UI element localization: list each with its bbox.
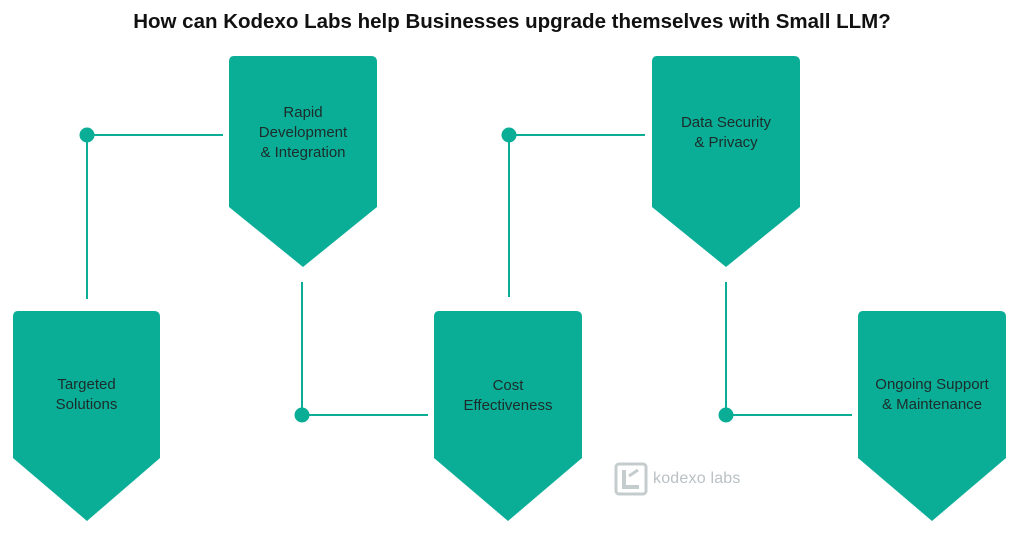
card-label-line: Development — [258, 124, 348, 141]
page-title: How can Kodexo Labs help Businesses upgr… — [133, 10, 891, 33]
card-label-line: Cost — [492, 377, 524, 394]
card-label-line: Data Security — [680, 114, 772, 131]
card-label-line: Rapid — [283, 104, 323, 121]
card-label-security: Data Security & Privacy — [652, 103, 800, 163]
kodexo-logo: kodexo labs — [614, 462, 741, 496]
card-label-line: Targeted — [57, 376, 116, 393]
connector-security-support — [725, 282, 852, 416]
card-label-line: Effectiveness — [463, 397, 553, 414]
card-label-line: Ongoing Support — [875, 376, 989, 393]
connector-dot — [501, 127, 517, 143]
card-label-line: & Maintenance — [881, 396, 983, 413]
card-shape-security — [652, 56, 800, 267]
kodexo-logo-icon — [614, 462, 648, 496]
card-label-line: Solutions — [55, 396, 118, 413]
card-shape-support — [858, 311, 1006, 521]
card-label-rapid: Rapid Development & Integration — [229, 101, 377, 165]
card-shape-rapid — [229, 56, 377, 267]
logo-text: kodexo labs — [653, 470, 741, 487]
connector-dot — [718, 407, 734, 423]
connector-cost-security — [508, 134, 645, 297]
connector-dot — [294, 407, 310, 423]
card-label-cost: Cost Effectiveness — [434, 366, 582, 426]
card-label-targeted: Targeted Solutions — [13, 365, 160, 425]
card-shape-cost — [434, 311, 582, 521]
card-shape-targeted — [13, 311, 160, 521]
card-label-line: & Integration — [260, 144, 346, 161]
card-label-support: Ongoing Support & Maintenance — [858, 365, 1006, 425]
connector-targeted-rapid — [86, 134, 223, 299]
card-label-line: & Privacy — [694, 134, 758, 151]
connector-dot — [79, 127, 95, 143]
connector-rapid-cost — [301, 282, 428, 416]
